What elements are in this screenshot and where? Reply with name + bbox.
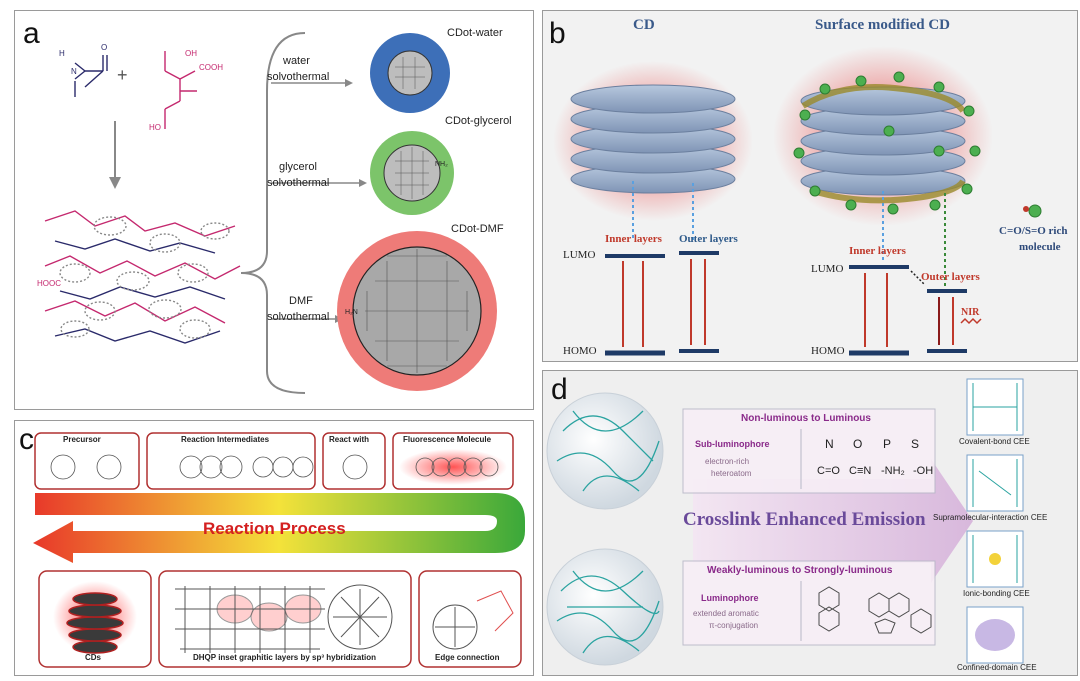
cdot-dmf-label: CDot-DMF bbox=[451, 223, 504, 235]
b-nir-label: NIR bbox=[961, 307, 980, 318]
panel-c-label: c bbox=[19, 423, 34, 456]
d-atom-o: O bbox=[853, 437, 863, 451]
h2n-label: H₂N bbox=[345, 309, 358, 316]
d-atom-p: P bbox=[883, 437, 892, 451]
sphere-non-crosslinked bbox=[546, 392, 664, 510]
d-atom-s: S bbox=[911, 437, 920, 451]
panel-c: c bbox=[14, 420, 534, 676]
d-group-oh: -OH bbox=[913, 465, 934, 477]
panel-a: a bbox=[14, 10, 534, 410]
route-water-method: solvothermal bbox=[267, 71, 330, 83]
d-luminophore: Luminophore bbox=[701, 593, 759, 603]
c-cds-label: CDs bbox=[85, 653, 102, 662]
d-cee-ionic: Ionic-bonding CEE bbox=[963, 589, 1030, 598]
d-bottom-title: Weakly-luminous to Strongly-luminous bbox=[707, 565, 893, 576]
d-lum-desc1: extended aromatic bbox=[693, 609, 759, 618]
b-right-title: Surface modified CD bbox=[815, 17, 950, 33]
d-cee-supramolecular: Supramolecular-interaction CEE bbox=[933, 513, 1048, 522]
graphitic-core bbox=[365, 249, 469, 373]
dhqp-lattice bbox=[175, 584, 393, 653]
d-group-cn: C≡N bbox=[849, 465, 872, 477]
b-homo-left: HOMO bbox=[563, 345, 597, 357]
panel-b-label: b bbox=[549, 17, 566, 50]
cd-disk-stack bbox=[570, 84, 736, 194]
oh-label: OH bbox=[185, 49, 197, 58]
cooh-label: COOH bbox=[199, 63, 223, 72]
d-sub-desc2: heteroatom bbox=[711, 469, 752, 478]
d-group-co: C=O bbox=[817, 465, 840, 477]
d-sub-desc1: electron-rich bbox=[705, 457, 750, 466]
panel-d-label: d bbox=[551, 373, 568, 406]
n-label: N bbox=[71, 67, 77, 76]
panel-a-figure bbox=[44, 32, 497, 394]
b-inner-right: Inner layers bbox=[849, 245, 906, 257]
b-lumo-left: LUMO bbox=[563, 249, 596, 261]
cds-stack bbox=[66, 592, 124, 654]
c-react-with-title: React with bbox=[329, 435, 370, 444]
c-precursor-title: Precursor bbox=[63, 435, 101, 444]
plus-sign: + bbox=[117, 65, 128, 85]
ho-label: HO bbox=[149, 123, 161, 132]
b-legend-line2: molecule bbox=[1019, 241, 1061, 253]
b-outer-left: Outer layers bbox=[679, 233, 738, 245]
cdot-glycerol-label: CDot-glycerol bbox=[445, 115, 512, 127]
d-group-nh2: -NH₂ bbox=[881, 465, 905, 477]
nh2-label: NH₂ bbox=[435, 161, 448, 168]
h-label: H bbox=[59, 49, 65, 58]
edge-lattice bbox=[432, 590, 514, 650]
panel-a-label: a bbox=[23, 17, 40, 50]
reaction-arrow bbox=[33, 493, 525, 563]
urea-molecule bbox=[74, 55, 108, 97]
route-dmf-method: solvothermal bbox=[267, 311, 330, 323]
citric-acid-molecule bbox=[164, 51, 197, 129]
c-edge-label: Edge connection bbox=[435, 653, 500, 662]
b-left-title: CD bbox=[633, 17, 655, 33]
d-sub-luminophore: Sub-luminophore bbox=[695, 439, 770, 449]
c-dhqp-label: DHQP inset graphitic layers by sp³ hybri… bbox=[193, 653, 377, 662]
d-cee-covalent: Covalent-bond CEE bbox=[959, 437, 1030, 446]
b-legend-line1: C=O/S=O rich bbox=[999, 225, 1068, 237]
cdot-water-label: CDot-water bbox=[447, 27, 503, 39]
route-water-solvent: water bbox=[283, 55, 310, 67]
panel-c-figure bbox=[33, 432, 525, 668]
route-glycerol-method: solvothermal bbox=[267, 177, 330, 189]
b-inner-left: Inner layers bbox=[605, 233, 662, 245]
b-lumo-right: LUMO bbox=[811, 263, 844, 275]
hbond-network bbox=[44, 210, 241, 344]
d-atom-n: N bbox=[825, 437, 834, 451]
d-top-title: Non-luminous to Luminous bbox=[741, 413, 871, 424]
panel-d: d bbox=[542, 370, 1078, 676]
brace bbox=[240, 32, 306, 394]
c-process-label: Reaction Process bbox=[203, 519, 346, 538]
d-lum-desc2: π-conjugation bbox=[709, 621, 759, 630]
b-homo-right: HOMO bbox=[811, 345, 845, 357]
panel-b-figure bbox=[553, 46, 1042, 356]
surface-molecules bbox=[793, 71, 981, 215]
panel-d-figure bbox=[546, 378, 1024, 666]
modified-cd-disk-stack bbox=[800, 84, 966, 204]
route-dmf-solvent: DMF bbox=[289, 295, 313, 307]
b-outer-right: Outer layers bbox=[921, 271, 980, 283]
o-label: O bbox=[101, 43, 108, 52]
hooc-label: HOOC bbox=[37, 279, 61, 288]
c-fluorescence-title: Fluorescence Molecule bbox=[403, 435, 492, 444]
panel-b: b bbox=[542, 10, 1078, 362]
luminophore-rings bbox=[818, 586, 932, 634]
c-intermediates-title: Reaction Intermediates bbox=[181, 435, 270, 444]
d-center-title: Crosslink Enhanced Emission bbox=[683, 509, 926, 530]
d-cee-confined: Confined-domain CEE bbox=[957, 663, 1037, 672]
route-glycerol-solvent: glycerol bbox=[279, 161, 317, 173]
